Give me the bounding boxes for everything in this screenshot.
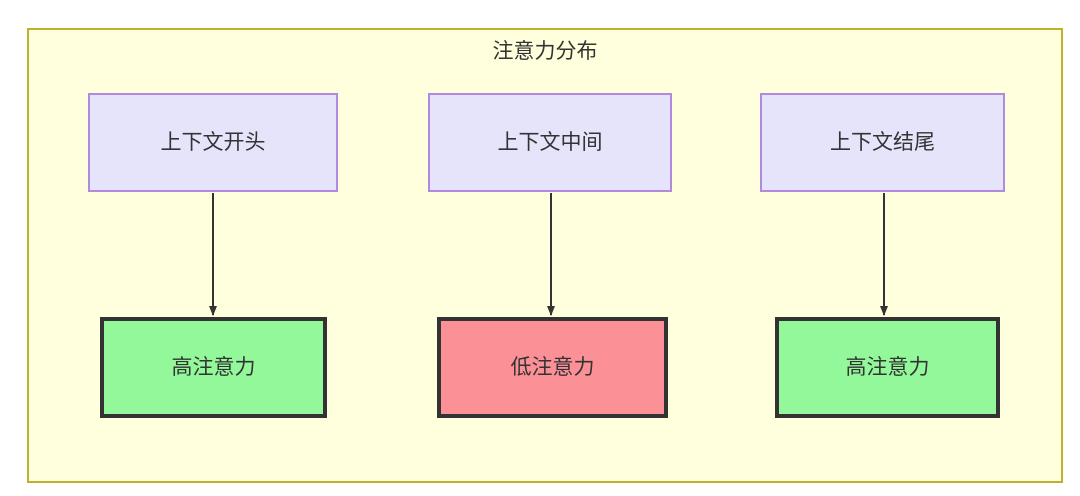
diagram-title: 注意力分布: [492, 40, 598, 63]
node-context-end[interactable]: 上下文结尾: [760, 93, 1005, 192]
node-attention-low-middle[interactable]: 低注意力: [437, 317, 668, 418]
node-attention-high-end[interactable]: 高注意力: [775, 317, 1000, 418]
node-attention-high-start[interactable]: 高注意力: [100, 317, 327, 418]
node-context-start[interactable]: 上下文开头: [88, 93, 338, 192]
node-context-middle[interactable]: 上下文中间: [428, 93, 672, 192]
